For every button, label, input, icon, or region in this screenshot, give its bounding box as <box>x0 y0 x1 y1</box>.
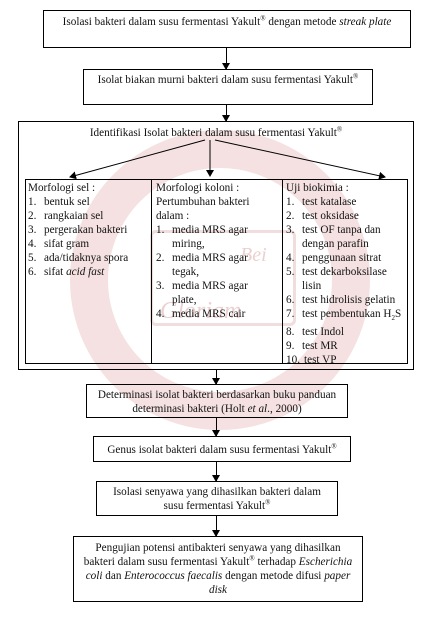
method-paper-disk: paper disk <box>208 570 351 596</box>
arrow-3 <box>212 370 220 385</box>
box-determinasi-year: ., 2000) <box>267 403 302 415</box>
box-isolat-murni-text: Isolat biakan murni bakteri dalam susu f… <box>97 74 354 86</box>
list-item: 5.ada/tidaknya spora <box>28 252 129 264</box>
box-isolasi-text: Isolasi bakteri dalam susu fermentasi Ya… <box>62 16 261 28</box>
arrow-to-morfologi-sel <box>69 139 206 180</box>
arrow-2 <box>222 105 230 122</box>
column-morfologi-sel: Morfologi sel : 1.bentuk sel 2.rangkaian… <box>28 181 150 279</box>
arrow-6 <box>212 516 220 537</box>
organism-ecoli: Escherichia coli <box>85 556 353 582</box>
registered-mark: ® <box>249 554 255 563</box>
registered-mark: ® <box>353 72 359 81</box>
morfologi-sel-title: Morfologi sel : <box>28 182 96 194</box>
box-pengujian-text-d: dan <box>102 570 125 582</box>
list-item: 8.test Indol <box>286 326 344 339</box>
arrow-1 <box>222 48 230 70</box>
box-pengujian: Pengujian potensi antibakteri senyawa ya… <box>73 536 363 602</box>
box-pengujian-text-b: terhadap <box>254 556 299 568</box>
arrow-4 <box>212 418 220 437</box>
list-item: 6.test hidrolisis gelatin <box>286 294 396 306</box>
box-isolasi-text-b: dengan metode <box>265 16 340 28</box>
divider-2 <box>282 179 283 364</box>
divider-1 <box>151 179 152 364</box>
list-item: 3.media MRS agar plate, <box>156 280 248 306</box>
morfologi-koloni-subtitle: Pertumbuhan bakteri dalam : <box>156 196 250 222</box>
box-isolasi-senyawa: Isolasi senyawa yang dihasilkan bakteri … <box>96 481 338 516</box>
arrow-5 <box>212 462 220 482</box>
list-item: 4.media MRS cair <box>156 308 246 320</box>
box-genus-text: Genus isolat bakteri dalam susu fermenta… <box>107 444 332 456</box>
list-item: 3.test OF tanpa dan dengan parafin <box>286 224 381 250</box>
box-pengujian-text-f: dengan metode difusi <box>222 570 325 582</box>
uji-biokimia-title: Uji biokimia : <box>286 182 349 194</box>
morfologi-koloni-title: Morfologi koloni : <box>156 182 240 194</box>
list-item: 2.media MRS agar tegak, <box>156 252 248 278</box>
list-item: 1.test katalase <box>286 196 357 208</box>
box-isolat-murni: Isolat biakan murni bakteri dalam susu f… <box>83 69 373 105</box>
registered-mark: ® <box>265 498 271 507</box>
list-item: 1.media MRS agar miring, <box>156 224 248 250</box>
box-genus: Genus isolat bakteri dalam susu fermenta… <box>93 436 351 462</box>
box-determinasi-etal: et al <box>247 403 268 415</box>
organism-enterococcus: Enterococcus faecalis <box>124 570 223 582</box>
list-item: 7.test pembentukan H2S <box>286 308 402 323</box>
list-item: 10.test VP <box>286 354 337 367</box>
columns-frame <box>25 179 408 364</box>
list-item: 4.sifat gram <box>28 238 90 250</box>
box-determinasi: Determinasi isolat bakteri berdasarkan b… <box>86 384 348 418</box>
box-determinasi-text: Determinasi isolat bakteri berdasarkan b… <box>97 389 337 415</box>
box-pengujian-text: Pengujian potensi antibakteri senyawa ya… <box>83 542 341 568</box>
list-item: 2.rangkaian sel <box>28 210 104 222</box>
box-isolasi: Isolasi bakteri dalam susu fermentasi Ya… <box>43 10 411 48</box>
registered-mark: ® <box>331 442 337 451</box>
list-item: 4.penggunaan sitrat <box>286 252 382 264</box>
box-isolasi-method: streak plate <box>339 16 392 28</box>
list-item: 9.test MR <box>286 340 338 353</box>
registered-mark: ® <box>260 14 266 23</box>
watermark-text-2: Gloriam <box>160 298 242 324</box>
column-morfologi-koloni: Morfologi koloni : Pertumbuhan bakteri d… <box>156 181 280 321</box>
list-item: 2.test oksidase <box>286 210 359 222</box>
identifikasi-title-text: Identifikasi Isolat bakteri dalam susu f… <box>89 127 337 139</box>
column-uji-biokimia: Uji biokimia : 1.test katalase 2.test ok… <box>286 181 407 367</box>
box-identifikasi <box>18 121 414 370</box>
list-item: 1.bentuk sel <box>28 196 90 208</box>
list-item: 6.sifat acid fast <box>28 266 105 278</box>
registered-mark: ® <box>336 125 343 134</box>
box-identifikasi-title: Identifikasi Isolat bakteri dalam susu f… <box>18 126 414 140</box>
watermark-text: Bei <box>240 244 267 266</box>
list-item: 3.pergerakan bakteri <box>28 224 128 236</box>
arrow-to-uji-biokimia <box>214 139 386 180</box>
list-item: 5.test dekarboksilase lisin <box>286 266 387 292</box>
box-isolasi-senyawa-text: Isolasi senyawa yang dihasilkan bakteri … <box>113 486 321 512</box>
